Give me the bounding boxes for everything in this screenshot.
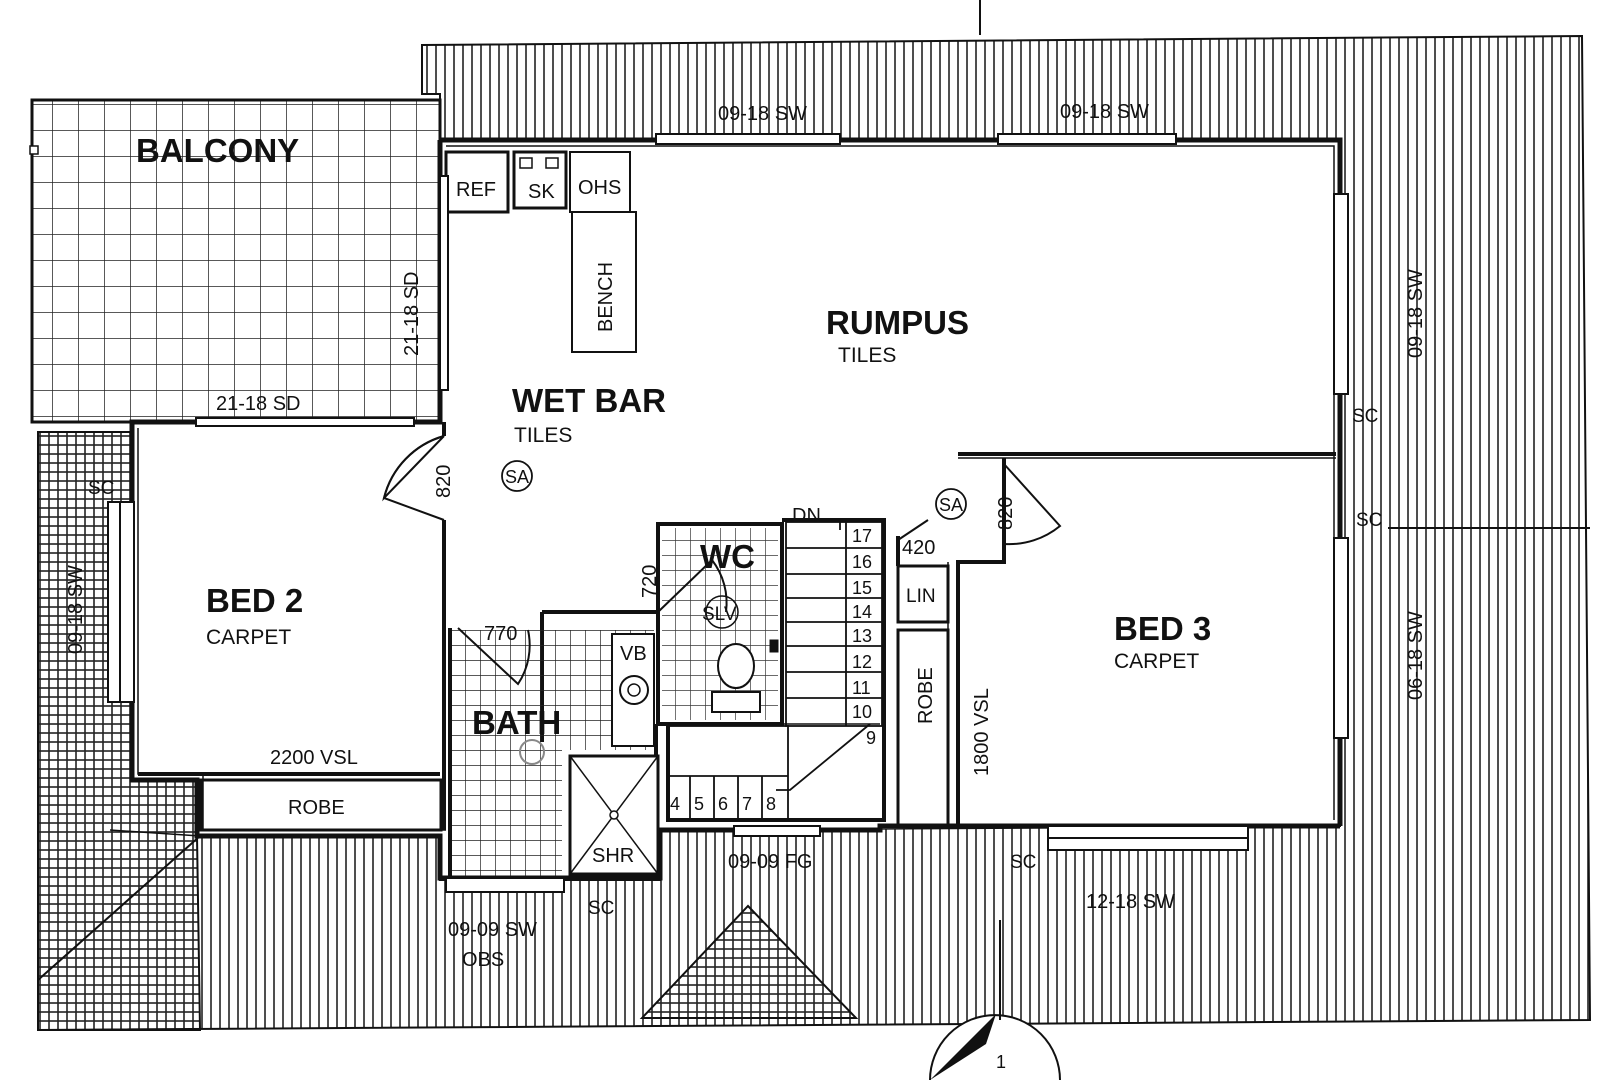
balcony-label: BALCONY <box>136 132 299 169</box>
sa-hall-label: SA <box>939 495 963 515</box>
window-bed2-side-label: 09-18 SW <box>65 565 87 654</box>
window-top-right-label: 09-18 SW <box>1060 101 1149 123</box>
door-bath-size: 770 <box>484 623 517 645</box>
door-swings <box>382 435 1062 686</box>
window-labels: 09-18 SW 09-18 SW 21-18 SD 21-18 SD 09-1… <box>65 101 1427 971</box>
robe-bed3-label: ROBE <box>915 667 937 724</box>
sc-mark: SC <box>1356 510 1382 531</box>
sc-mark: SC <box>88 478 114 499</box>
tread-number: 7 <box>742 794 752 814</box>
fixture-labels: REF SK OHS BENCH ROBE ROBE LIN VB SHR SL… <box>288 177 963 867</box>
section-marker <box>929 920 1061 1080</box>
ref-label: REF <box>456 179 496 201</box>
door-bed3-size: 820 <box>995 497 1017 530</box>
window-bed3-label: 12-18 SW <box>1086 891 1175 913</box>
tread-number: 11 <box>852 678 871 698</box>
tread-number: 14 <box>852 602 872 622</box>
sc-mark: SC <box>1010 852 1036 873</box>
wc-floor-tiles <box>662 528 778 720</box>
tread-number: 9 <box>866 728 876 748</box>
sc-mark: SC <box>1352 406 1378 427</box>
tread-number: 8 <box>766 794 776 814</box>
window-top-left-label: 09-18 SW <box>718 103 807 125</box>
rumpus-finish: TILES <box>838 344 896 367</box>
rumpus-label: RUMPUS <box>826 304 969 341</box>
window-right-lower-label: 06-18 SW <box>1405 611 1427 700</box>
door-bed2-size: 820 <box>433 465 455 498</box>
sink-label: SK <box>528 181 555 203</box>
bed2-finish: CARPET <box>206 626 291 649</box>
stair-tread-numbers: 17 16 15 14 13 12 11 10 9 4 5 6 7 8 <box>670 526 876 814</box>
door-lin-size: 420 <box>902 537 935 559</box>
bed3-finish: CARPET <box>1114 650 1199 673</box>
bed3-label: BED 3 <box>1114 610 1211 647</box>
door-wc-size: 720 <box>639 565 661 598</box>
vsl-bed3-label: 1800 VSL <box>971 688 993 776</box>
wet-bar-finish: TILES <box>514 424 572 447</box>
window-balcony-bottom-label: 21-18 SD <box>216 393 301 415</box>
sc-labels: SC SC SC SC SC <box>88 406 1382 919</box>
shr-label: SHR <box>592 845 634 867</box>
tread-number: 10 <box>852 702 872 722</box>
window-right-upper-label: 09-18 SW <box>1405 269 1427 358</box>
window-stair-label: 09-09 FG <box>728 851 812 873</box>
staircase <box>667 519 883 821</box>
house-floor <box>132 140 1340 880</box>
bench <box>571 211 637 353</box>
sa-wetbar-label: SA <box>505 467 529 487</box>
sc-mark: SC <box>588 898 614 919</box>
section-marker-number: 1 <box>996 1052 1006 1072</box>
window-bath-label: 09-09 SW <box>448 919 537 941</box>
robe-bed2-label: ROBE <box>288 797 345 819</box>
slv-label: SLV <box>702 604 737 625</box>
wc-label: WC <box>700 538 755 575</box>
tread-number: 13 <box>852 626 872 646</box>
room-labels: BALCONY RUMPUS TILES WET BAR TILES BED 2… <box>136 132 1211 741</box>
bath-floor-tiles <box>452 630 562 876</box>
window-balcony-side-label: 21-18 SD <box>401 272 423 357</box>
stair-down-label: DN <box>792 505 821 527</box>
bath-fixtures <box>519 595 779 876</box>
smoke-alarm-symbols <box>501 460 967 520</box>
tread-number: 15 <box>852 578 872 598</box>
tread-number: 4 <box>670 794 680 814</box>
balcony-area <box>29 98 442 424</box>
wet-bar-label: WET BAR <box>512 382 666 419</box>
bed2-label: BED 2 <box>206 582 303 619</box>
tread-number: 12 <box>852 652 872 672</box>
vb-label: VB <box>620 643 647 665</box>
bench-label: BENCH <box>595 262 617 332</box>
windows <box>107 133 1349 893</box>
bath-label: BATH <box>472 704 561 741</box>
window-bath-obs-label: OBS <box>462 949 504 971</box>
door-size-labels: 820 820 720 770 420 <box>433 465 1017 645</box>
tread-number: 5 <box>694 794 704 814</box>
tread-number: 17 <box>852 526 872 546</box>
tread-number: 16 <box>852 552 872 572</box>
vsl-bed2-label: 2200 VSL <box>270 747 358 769</box>
lin-label: LIN <box>906 586 936 607</box>
tread-number: 6 <box>718 794 728 814</box>
ohs-label: OHS <box>578 177 621 199</box>
